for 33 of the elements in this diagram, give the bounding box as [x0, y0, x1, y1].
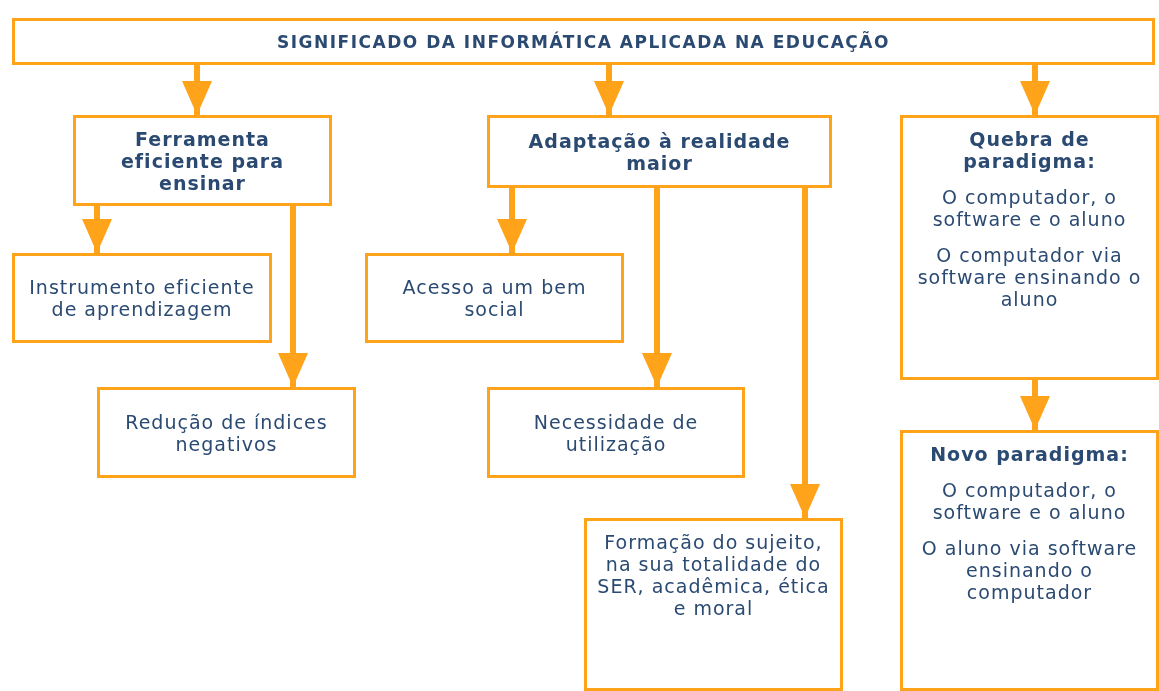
concept-box [12, 253, 272, 343]
box-text: Formação do sujeito, na sua totalidade do SER, acadêmica, ética e moral [596, 531, 831, 619]
box-text: O aluno via software ensinando o computador [920, 537, 1139, 603]
arrow [82, 206, 112, 253]
box-heading: Adaptação à realidade maior [527, 129, 792, 174]
concept-box [900, 115, 1159, 380]
box-text: Instrumento eficiente de aprendizagem [28, 276, 256, 320]
concept-box [73, 115, 332, 206]
concept-box [487, 115, 832, 188]
arrow [278, 206, 308, 387]
concept-box [584, 518, 843, 691]
concept-box [97, 387, 356, 478]
box-heading: Quebra de paradigma: [962, 128, 1097, 172]
box-text: Necessidade de utilização [532, 410, 700, 455]
arrow [594, 65, 624, 115]
concept-box [487, 387, 745, 478]
box-heading: Ferramenta eficiente para ensinar [119, 127, 286, 194]
concept-box [365, 253, 624, 343]
arrow [790, 188, 820, 518]
arrow [497, 188, 527, 253]
arrow [642, 188, 672, 387]
arrow [1020, 380, 1050, 430]
box-text: O computador via software ensinando o aluno [916, 244, 1143, 310]
arrow [182, 65, 212, 115]
box-text: O computador, o software e o aluno [931, 479, 1128, 523]
box-text: Acesso a um bem social [401, 276, 588, 320]
box-heading: SIGNIFICADO DA INFORMÁTICA APLICADA NA EDUCAÇÃO [277, 30, 890, 53]
arrow [1020, 65, 1050, 115]
box-text: O computador, o software e o aluno [931, 186, 1128, 230]
box-text: Redução de índices negativos [124, 410, 329, 455]
title-box [12, 18, 1155, 65]
box-heading: Novo paradigma: [930, 443, 1129, 465]
concept-box [900, 430, 1159, 691]
